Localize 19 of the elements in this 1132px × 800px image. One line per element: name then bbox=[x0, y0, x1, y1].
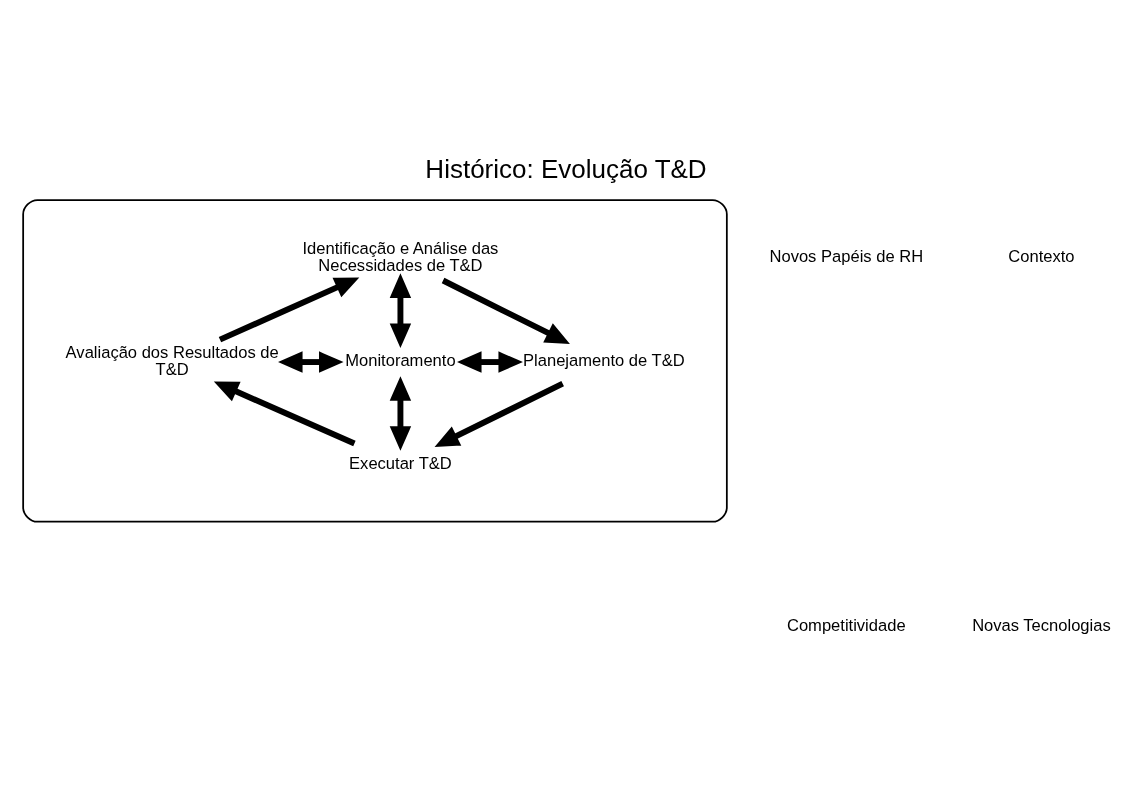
arrow bbox=[278, 350, 344, 373]
arrow bbox=[389, 272, 412, 348]
arrow bbox=[457, 350, 523, 373]
arrow bbox=[389, 375, 412, 451]
arrow bbox=[434, 380, 564, 447]
cluster bbox=[22, 198, 728, 523]
arrow bbox=[441, 277, 570, 344]
node-text: Identificação e Análise das Necessidades de T&D bbox=[302, 237, 499, 275]
diagram-title: Histórico: Evolução T&D bbox=[425, 153, 707, 184]
node-text: Monitoramento bbox=[345, 350, 456, 370]
node-text: Avaliação dos Resultados de T&D bbox=[65, 342, 279, 379]
arrow bbox=[213, 381, 356, 446]
label: Novas Tecnologias bbox=[972, 615, 1111, 635]
node-text: Executar T&D bbox=[349, 453, 452, 473]
label: Novos Papéis de RH bbox=[769, 246, 924, 266]
label: Contexto bbox=[1008, 246, 1075, 266]
node-text: Planejamento de T&D bbox=[523, 350, 685, 370]
label: Competitividade bbox=[786, 615, 906, 635]
arrow bbox=[218, 277, 360, 342]
